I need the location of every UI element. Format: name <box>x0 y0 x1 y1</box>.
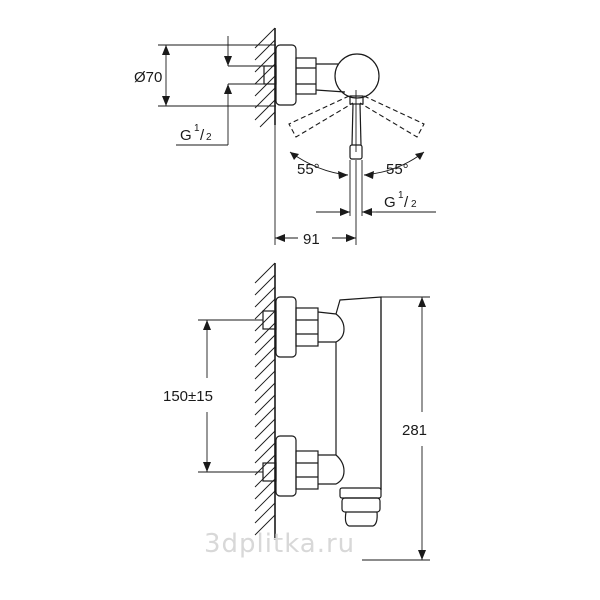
top-rosette <box>275 44 297 106</box>
top-lever-swing-right <box>359 95 425 138</box>
dim-depth <box>274 125 357 245</box>
dim-thread-left-num: 1 <box>194 123 200 134</box>
dim-thread-right-den: 2 <box>411 199 417 210</box>
dim-height-label: 281 <box>402 422 427 439</box>
dim-thread-right <box>316 160 436 216</box>
dim-diameter <box>158 44 276 107</box>
dim-thread-right-slash: / <box>404 194 409 211</box>
dim-thread-right-letter: G <box>384 194 396 211</box>
top-lever-swing-left <box>288 95 354 138</box>
side-wall <box>254 262 276 540</box>
dim-spacing <box>198 319 263 473</box>
dim-angle-left <box>289 151 349 179</box>
dim-thread-left-slash: / <box>200 127 205 144</box>
dim-thread-right-num: 1 <box>398 190 404 201</box>
top-lever <box>349 90 364 160</box>
side-mixer-body <box>335 296 382 527</box>
side-wall-hatching <box>254 262 276 536</box>
top-wall <box>254 27 276 128</box>
dim-angle-left-label: 55° <box>297 161 320 178</box>
top-view: Ø70 G 1 / 2 55° 55° <box>134 27 436 248</box>
dim-spacing-label: 150±15 <box>163 388 213 405</box>
dim-thread-left-den: 2 <box>206 132 212 143</box>
side-upper-connection <box>262 296 345 358</box>
dim-diameter-label: Ø70 <box>134 69 162 86</box>
side-view: 150±15 281 <box>163 262 430 561</box>
dim-thread-left-letter: G <box>180 127 192 144</box>
dim-depth-label: 91 <box>303 231 320 248</box>
top-knob <box>334 53 380 99</box>
dim-height <box>362 296 430 561</box>
dim-thread-left <box>176 36 264 146</box>
watermark-text: 3dplitka.ru <box>204 529 355 559</box>
top-body <box>315 63 346 93</box>
dim-angle-right <box>363 151 425 179</box>
top-hex-nut <box>295 57 317 95</box>
top-wall-hatching <box>254 27 276 128</box>
dim-angle-right-label: 55° <box>386 161 409 178</box>
